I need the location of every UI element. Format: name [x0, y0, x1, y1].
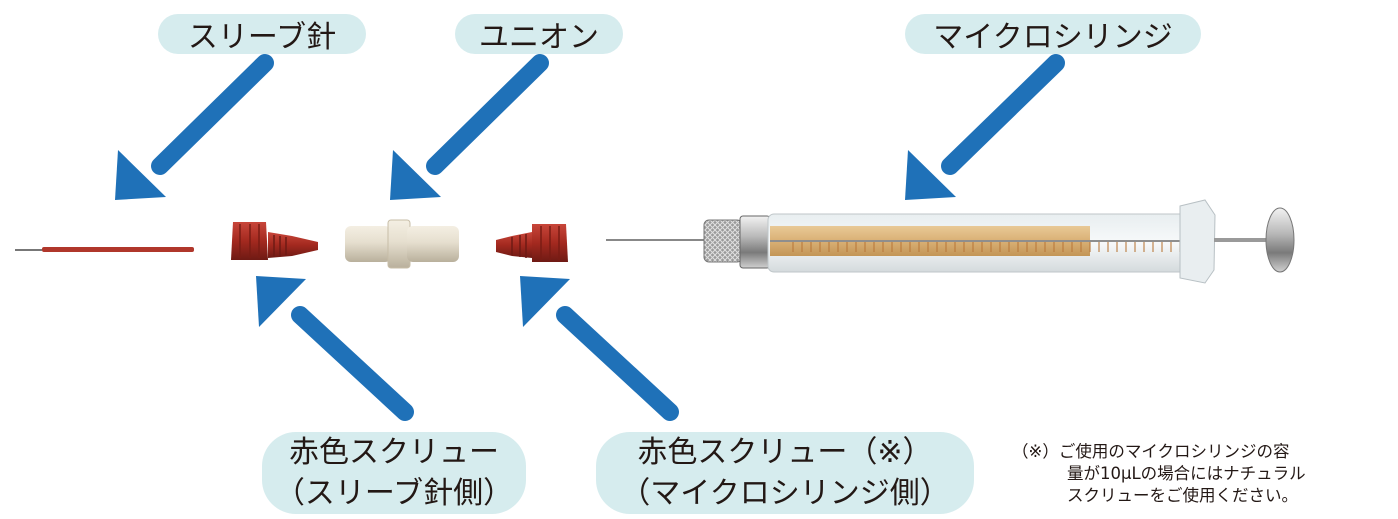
- arrows: [151, 54, 1065, 421]
- label-red-screw-needle-side: 赤色スクリュー （スリーブ針側）: [262, 432, 526, 514]
- down-left-arrow-icon: [905, 150, 956, 200]
- arrow-heads: [115, 150, 956, 327]
- label-sleeve-needle: スリーブ針: [158, 14, 366, 55]
- red-screw-needle-side: [231, 222, 318, 260]
- red-screw-syringe-side: [496, 224, 568, 262]
- label-red-screw-syringe-side: 赤色スクリュー（※） （マイクロシリンジ側）: [596, 432, 974, 514]
- label-union: ユニオン: [455, 14, 623, 55]
- label-red-screw-syringe-line1: 赤色スクリュー（※）: [637, 435, 933, 470]
- down-left-arrow-icon: [115, 150, 166, 200]
- label-microsyringe: マイクロシリンジ: [905, 14, 1201, 55]
- up-left-arrow-icon: [520, 276, 570, 327]
- down-left-arrow-icon: [390, 150, 441, 200]
- footnote: （※）ご使用のマイクロシリンジの容 量が10μLの場合にはナチュラル スクリュー…: [1012, 441, 1392, 507]
- arrow-microsyringe: [941, 54, 1065, 175]
- arrow-union: [426, 54, 549, 175]
- label-union-text: ユニオン: [479, 20, 599, 55]
- arrow-red-screw-syringe: [556, 306, 679, 421]
- label-red-screw-needle-line1: 赤色スクリュー: [289, 435, 499, 470]
- arrow-sleeve-needle: [151, 54, 274, 175]
- up-left-arrow-icon: [256, 276, 306, 327]
- microsyringe: [606, 199, 1295, 284]
- footnote-line2: 量が10μLの場合にはナチュラル: [1067, 464, 1306, 483]
- sleeve-needle: [15, 247, 194, 252]
- label-red-screw-syringe-line2: （マイクロシリンジ側）: [620, 476, 950, 511]
- label-microsyringe-text: マイクロシリンジ: [933, 20, 1173, 55]
- label-red-screw-needle-line2: （スリーブ針側）: [274, 476, 514, 511]
- footnote-line3: スクリューをご使用ください。: [1067, 486, 1298, 505]
- union: [345, 219, 459, 269]
- arrow-red-screw-needle: [291, 306, 414, 421]
- footnote-line1: （※）ご使用のマイクロシリンジの容: [1012, 442, 1290, 461]
- label-sleeve-needle-text: スリーブ針: [187, 20, 337, 55]
